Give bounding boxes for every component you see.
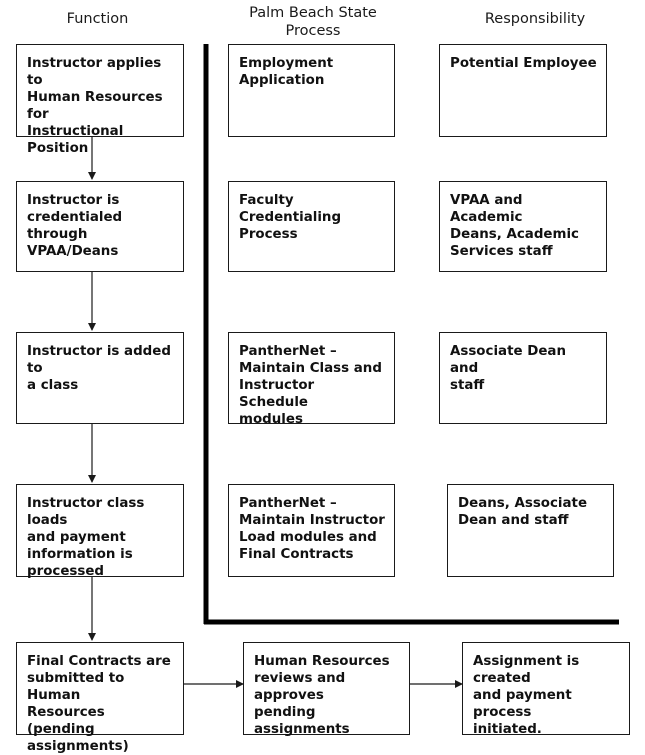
header-process: Palm Beach State Process (249, 5, 377, 39)
process-step-4: PantherNet – Maintain Instructor Load mo… (228, 484, 395, 577)
process-step-1: Employment Application (228, 44, 395, 137)
bottom-step-assignment: Assignment is created and payment proces… (462, 642, 630, 737)
process-step-3: PantherNet – Maintain Class and Instruct… (228, 332, 395, 427)
responsibility-step-4: Deans, Associate Dean and staff (447, 484, 614, 577)
responsibility-step-3: Associate Dean and staff (439, 332, 607, 424)
header-function: Function (66, 11, 129, 27)
function-step-4: Instructor class loads and payment infor… (16, 484, 184, 579)
function-step-1: Instructor applies to Human Resources fo… (16, 44, 184, 156)
bottom-step-hr-review: Human Resources reviews and approves pen… (243, 642, 410, 737)
header-responsibility: Responsibility (484, 11, 586, 27)
responsibility-step-1: Potential Employee (439, 44, 607, 137)
responsibility-step-2: VPAA and Academic Deans, Academic Servic… (439, 181, 607, 272)
function-step-5: Final Contracts are submitted to Human R… (16, 642, 184, 754)
function-step-2: Instructor is credentialed through VPAA/… (16, 181, 184, 272)
function-step-3: Instructor is added to a class (16, 332, 184, 424)
process-step-2: Faculty Credentialing Process (228, 181, 395, 272)
